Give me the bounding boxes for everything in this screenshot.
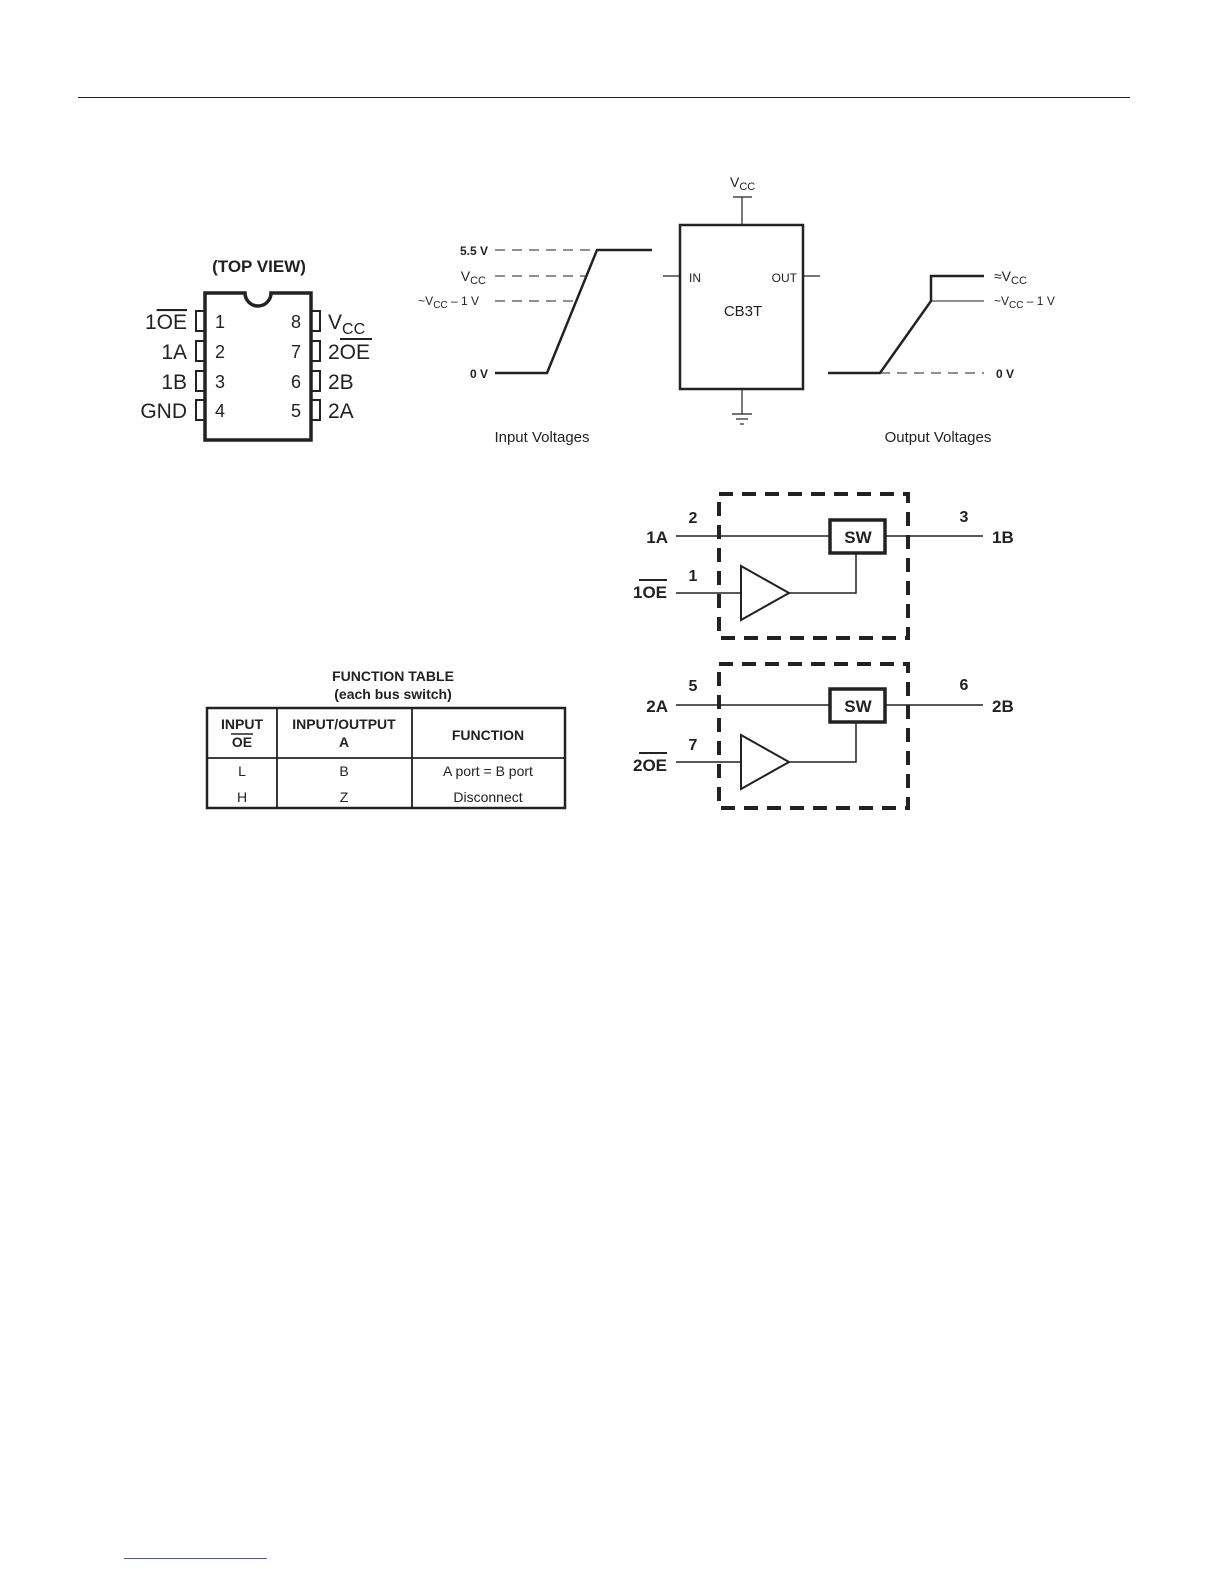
- out-level-vcc-minus-1: ~VCC – 1 V: [994, 294, 1055, 311]
- pinout-title: (TOP VIEW): [212, 257, 306, 276]
- table-subtitle: (each bus switch): [334, 686, 451, 702]
- table-cell: Disconnect: [453, 789, 522, 805]
- table-cell: Z: [340, 789, 349, 805]
- footer-link-rule[interactable]: [124, 1558, 267, 1559]
- pin-name-1b: 1B: [161, 371, 187, 394]
- table-cell: L: [238, 763, 246, 779]
- control-wire: [789, 553, 856, 593]
- oe-label: 2OE: [633, 756, 667, 775]
- level-vcc-minus-1: ~VCC – 1 V: [418, 294, 479, 311]
- pin-number: 1: [689, 568, 698, 585]
- output-waveform: [828, 276, 984, 373]
- buffer-icon: [741, 566, 789, 620]
- logic-diagram: SW 1A 2 1B 3 1OE 1 SW 2A 5 2B 6: [633, 494, 1014, 808]
- table-cell: A port = B port: [443, 763, 533, 779]
- vcc-supply-label: VCC: [730, 174, 755, 193]
- pin-number: 3: [215, 372, 225, 392]
- input-caption: Input Voltages: [494, 429, 589, 446]
- chip-label: CB3T: [724, 303, 762, 320]
- in-label: IN: [689, 271, 701, 285]
- pin-number: 7: [689, 737, 698, 754]
- pinout-diagram: (TOP VIEW) 1 2 3 4 8 7 6 5 1OE 1A 1B GND…: [140, 257, 372, 440]
- col-header-oe: OE: [232, 734, 252, 750]
- pin-number: 4: [215, 401, 225, 421]
- out-level-vcc: ≈VCC: [994, 268, 1027, 287]
- pin-name-vcc: VCC: [328, 311, 365, 338]
- oe-label: 1OE: [633, 583, 667, 602]
- level-5v5: 5.5 V: [460, 244, 488, 258]
- level-0v: 0 V: [470, 367, 488, 381]
- pin-name-2oe: 2OE: [328, 341, 370, 364]
- pin-name-gnd: GND: [140, 400, 187, 423]
- pin-number: 5: [689, 678, 698, 695]
- output-caption: Output Voltages: [885, 429, 992, 446]
- buffer-icon: [741, 735, 789, 789]
- pin-number: 6: [291, 372, 301, 392]
- function-table: FUNCTION TABLE (each bus switch) INPUT O…: [207, 668, 565, 808]
- port-label-b: 1B: [992, 528, 1014, 547]
- pin-number: 3: [960, 509, 969, 526]
- pin-name-2b: 2B: [328, 371, 354, 394]
- port-label-b: 2B: [992, 697, 1014, 716]
- control-wire: [789, 722, 856, 762]
- col-header-function: FUNCTION: [452, 727, 524, 743]
- col-header-input: INPUT: [221, 716, 263, 732]
- sw-label: SW: [844, 528, 872, 547]
- out-level-0v: 0 V: [996, 367, 1014, 381]
- pin-number: 5: [291, 401, 301, 421]
- port-label-a: 2A: [646, 697, 668, 716]
- pin-number: 8: [291, 312, 301, 332]
- level-vcc: VCC: [461, 268, 486, 287]
- port-label-a: 1A: [646, 528, 668, 547]
- ground-icon: [732, 389, 752, 424]
- col-header-io: INPUT/OUTPUT: [292, 716, 396, 732]
- pin-number: 1: [215, 312, 225, 332]
- out-label: OUT: [772, 271, 798, 285]
- col-header-a: A: [339, 734, 349, 750]
- pin-name-2a: 2A: [328, 400, 354, 423]
- pin-number: 2: [215, 342, 225, 362]
- pin-number: 7: [291, 342, 301, 362]
- sw-label: SW: [844, 697, 872, 716]
- switch-channel-2: SW 2A 5 2B 6 2OE 7: [633, 664, 1014, 808]
- table-cell: B: [339, 763, 348, 779]
- voltage-diagram: 5.5 V VCC ~VCC – 1 V 0 V CB3T IN OUT VCC: [418, 174, 1055, 446]
- input-ramp-waveform: [495, 250, 652, 373]
- pin-name-1a: 1A: [161, 341, 187, 364]
- pin-number: 6: [960, 677, 969, 694]
- switch-channel-1: SW 1A 2 1B 3 1OE 1: [633, 494, 1014, 638]
- pin-number: 2: [689, 510, 698, 527]
- pin-name-1oe: 1OE: [145, 311, 187, 334]
- table-title: FUNCTION TABLE: [332, 668, 454, 684]
- table-cell: H: [237, 789, 247, 805]
